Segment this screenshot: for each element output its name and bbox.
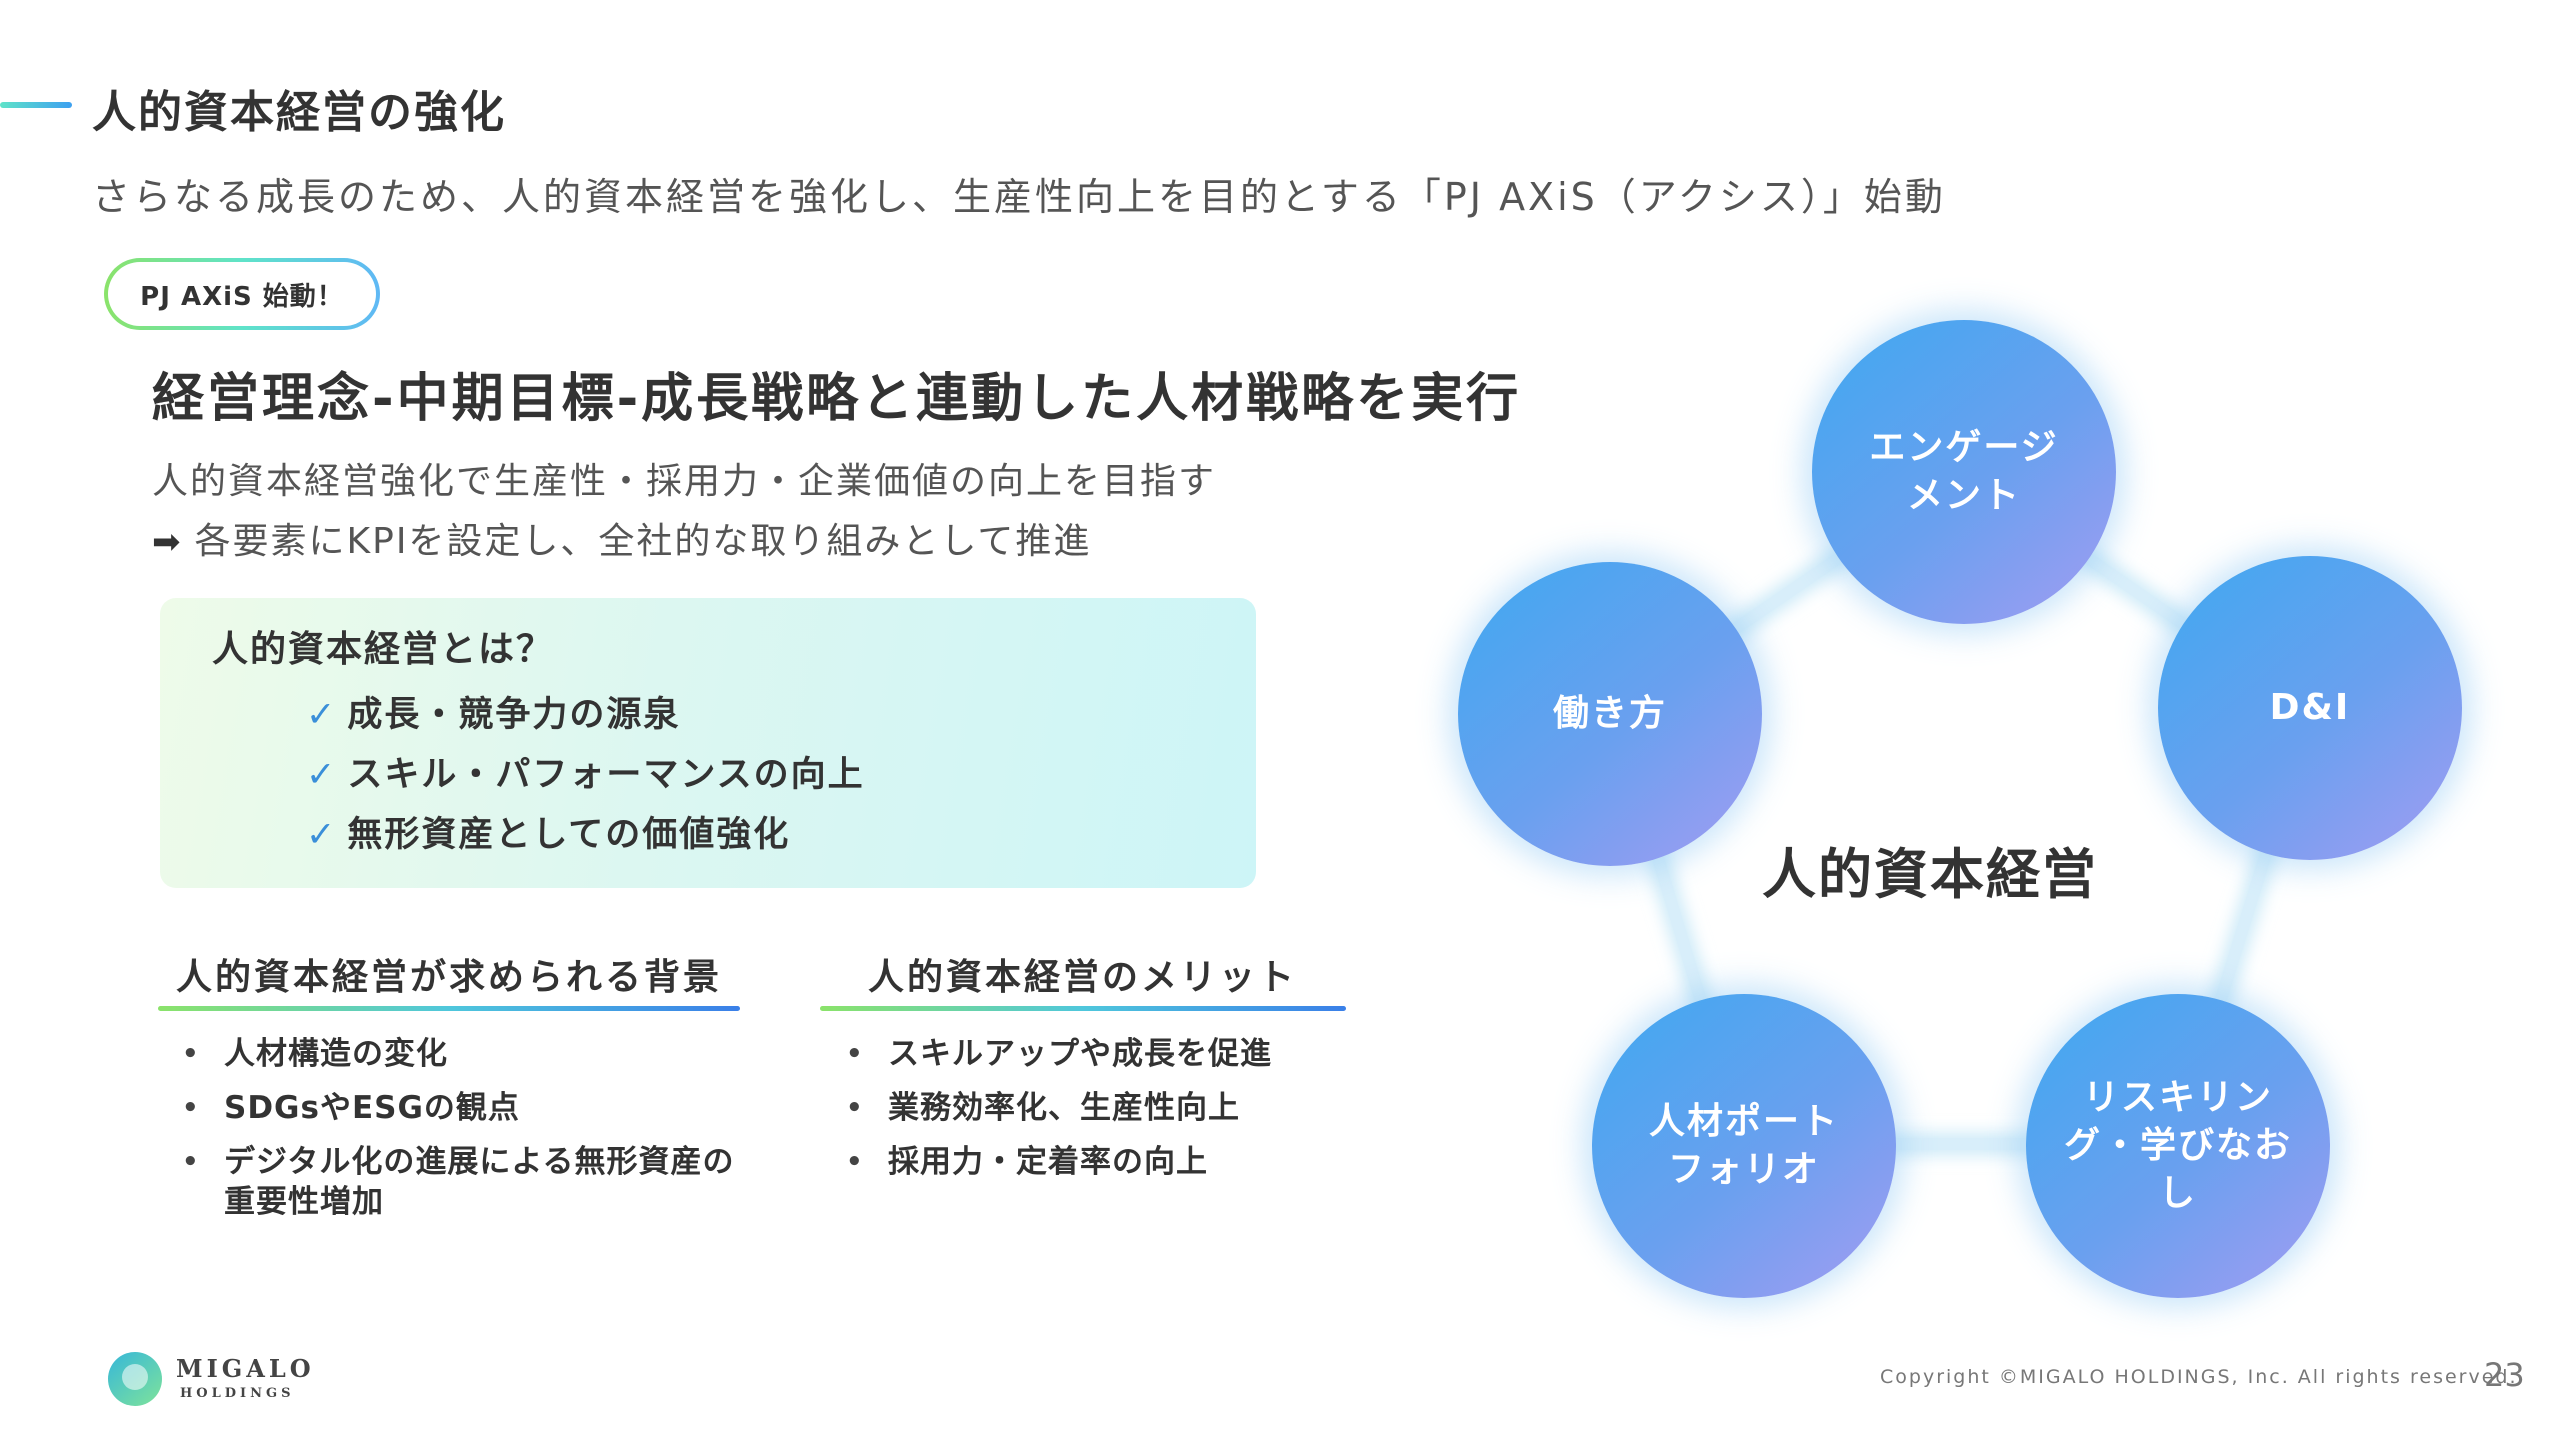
definition-item-text: 無形資産としての価値強化 [347,815,791,855]
merits-list-item: • 業務効率化、生産性向上 [846,1088,1346,1128]
node-talent-portfolio-label: 人材ポートフォリオ [1648,1101,1839,1190]
merits-heading: 人的資本経営のメリット [868,957,1298,998]
title-accent-bar [0,102,72,108]
node-reskilling-label: リスキリング・学びなおし [2063,1077,2292,1214]
check-icon: ✓ [306,815,338,855]
background-list-item: • デジタル化の進展による無形資産の重要性増加 [182,1142,742,1226]
pj-axis-badge: PJ AXiS 始動！ [104,258,380,330]
right-arrow-icon: ➡ [152,522,183,562]
definition-item: ✓成長・競争力の源泉 [306,686,680,737]
definition-item: ✓無形資産としての価値強化 [306,806,790,857]
definition-box-title: 人的資本経営とは？ [212,629,555,670]
strategy-description-line2-text: 各要素にKPIを設定し、全社的な取り組みとして推進 [194,521,1092,562]
merits-list-item-text: 業務効率化、生産性向上 [888,1090,1240,1126]
node-work-style-label: 働き方 [1552,693,1667,734]
node-talent-portfolio: 人材ポートフォリオ [1592,994,1896,1298]
bullet-icon: • [182,1093,200,1123]
strategy-heading: 経営理念-中期目標-成長戦略と連動した人材戦略を実行 [152,369,1522,429]
bullet-icon: • [182,1147,200,1177]
background-list-item-text: SDGsやESGの観点 [224,1090,520,1126]
check-icon: ✓ [306,695,338,735]
strategy-description-line2: ➡ 各要素にKPIを設定し、全社的な取り組みとして推進 [152,512,1091,564]
definition-item-text: スキル・パフォーマンスの向上 [347,755,865,795]
page-number: 23 [2484,1356,2525,1394]
background-list-item-text: デジタル化の進展による無形資産の重要性増加 [224,1144,735,1220]
node-engagement: エンゲージメント [1812,320,2116,624]
background-list-item: • SDGsやESGの観点 [182,1088,742,1128]
company-logo: MIGALO HOLDINGS [108,1346,418,1412]
definition-box: 人的資本経営とは？ ✓成長・競争力の源泉 ✓スキル・パフォーマンスの向上 ✓無形… [160,598,1256,888]
definition-item-text: 成長・競争力の源泉 [347,695,681,735]
page-subtitle: さらなる成長のため、人的資本経営を強化し、生産性向上を目的とする「PJ AXiS… [92,175,1946,219]
background-heading-underline [158,1006,740,1011]
diagram-center-label: 人的資本経営 [1762,843,2098,906]
copyright-text: Copyright ©MIGALO HOLDINGS, Inc. All rig… [1880,1366,2518,1388]
page-title: 人的資本経営の強化 [92,87,506,138]
merits-list-item: • 採用力・定着率の向上 [846,1142,1346,1182]
bullet-icon: • [846,1093,864,1123]
bullet-icon: • [846,1039,864,1069]
node-reskilling: リスキリング・学びなおし [2026,994,2330,1298]
merits-list-item: • スキルアップや成長を促進 [846,1034,1346,1074]
strategy-description-line1: 人的資本経営強化で生産性・採用力・企業価値の向上を目指す [152,461,1217,502]
bullet-icon: • [182,1039,200,1069]
node-diversity-inclusion: D&I [2158,556,2462,860]
node-work-style: 働き方 [1458,562,1762,866]
human-capital-diagram: 人的資本経営 エンゲージメント D&I リスキリング・学びなおし 人材ポートフォ… [1440,300,2500,1320]
merits-heading-underline [820,1006,1346,1011]
pj-axis-badge-label: PJ AXiS 始動！ [108,262,376,326]
logo-mark-icon [108,1352,162,1406]
merits-list-item-text: 採用力・定着率の向上 [888,1144,1208,1180]
node-diversity-inclusion-label: D&I [2269,687,2351,728]
background-heading: 人的資本経営が求められる背景 [176,957,723,998]
bullet-icon: • [846,1147,864,1177]
check-icon: ✓ [306,755,338,795]
logo-subname: HOLDINGS [180,1386,295,1401]
background-list-item-text: 人材構造の変化 [224,1036,448,1072]
background-list-item: • 人材構造の変化 [182,1034,742,1074]
logo-name: MIGALO [176,1354,315,1383]
merits-list-item-text: スキルアップや成長を促進 [888,1036,1272,1072]
definition-item: ✓スキル・パフォーマンスの向上 [306,746,865,797]
node-engagement-label: エンゲージメント [1869,427,2059,516]
